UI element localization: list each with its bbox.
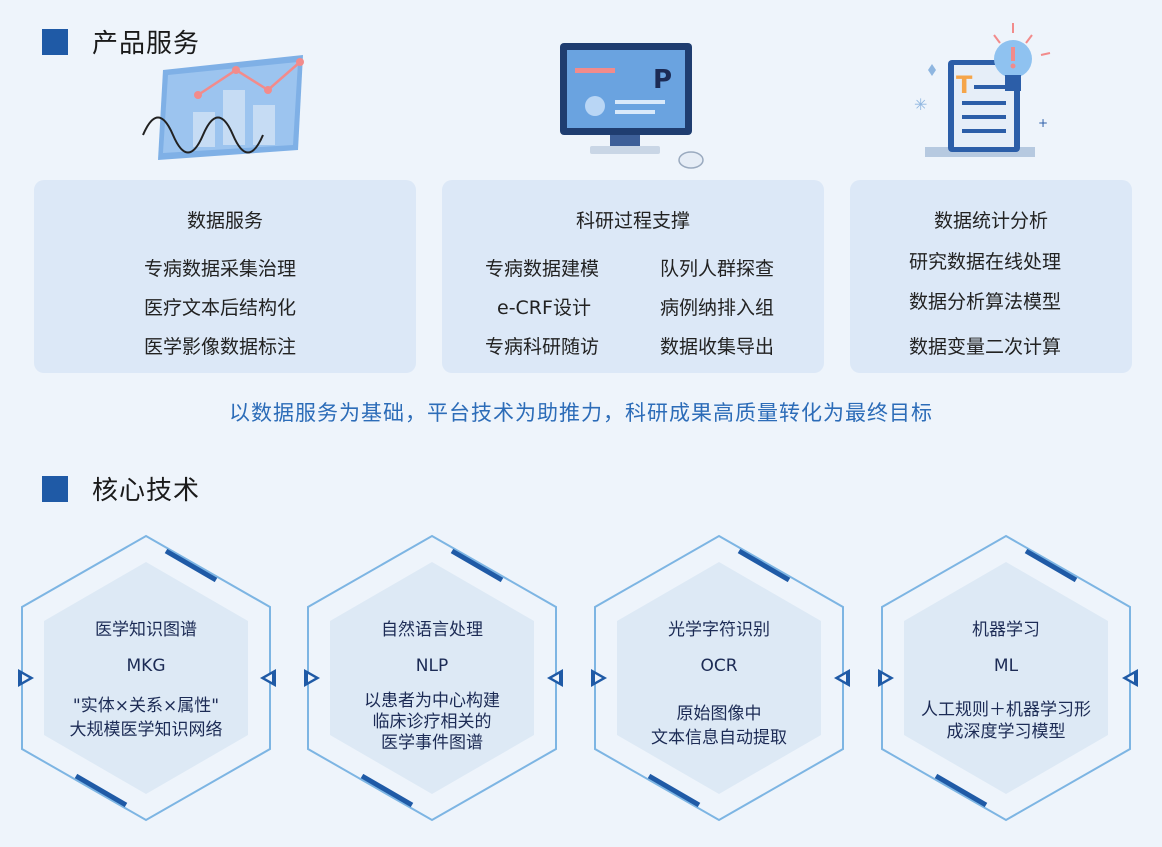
arrow-left-icon (834, 669, 850, 687)
tech-desc-line: 人工规则＋机器学习形 (921, 700, 1091, 720)
card-title: 科研过程支撑 (575, 210, 690, 232)
product-card-research-support: 科研过程支撑 专病数据建模 队列人群探查 e-CRF设计 病例纳排入组 专病科研… (442, 180, 824, 373)
document-bulb-icon: ✳ T + (914, 23, 1051, 157)
arrow-right-icon (18, 669, 34, 687)
card-title: 数据服务 (186, 210, 263, 232)
tech-desc-line: 临床诊疗相关的 (372, 712, 492, 732)
section-marker (42, 475, 68, 502)
tech-desc-line: 成深度学习模型 (946, 722, 1066, 742)
arrow-right-icon (591, 669, 607, 687)
tech-desc-line: 大规模医学知识网络 (69, 720, 223, 740)
monitor-icon: P (560, 43, 704, 169)
product-card-data-service: 数据服务 专病数据采集治理 医疗文本后结构化 医学影像数据标注 (34, 180, 416, 373)
tech-hexagon-mkg: 医学知识图谱 MKG "实体×关系×属性" 大规模医学知识网络 (16, 532, 276, 824)
tech-desc-line: 医学事件图谱 (381, 733, 483, 753)
tech-desc-line: 文本信息自动提取 (651, 728, 787, 748)
card-item: 数据分析算法模型 (909, 291, 1062, 313)
section-title-tech: 核心技术 (42, 470, 200, 507)
tech-abbr: ML (993, 656, 1019, 676)
svg-text:T: T (956, 71, 973, 99)
section-title-products: 产品服务 (42, 23, 200, 60)
card-item: 数据变量二次计算 (909, 336, 1062, 358)
tech-name: 自然语言处理 (381, 620, 483, 640)
card-item: 专病科研随访 (485, 336, 600, 358)
tech-hexagon-nlp: 自然语言处理 NLP 以患者为中心构建 临床诊疗相关的 医学事件图谱 (302, 532, 562, 824)
card-item: 专病数据采集治理 (144, 258, 297, 280)
arrow-left-icon (1122, 669, 1138, 687)
tech-hexagon-ocr: 光学字符识别 OCR 原始图像中 文本信息自动提取 (589, 532, 849, 824)
section-marker (42, 28, 68, 55)
tech-abbr: OCR (700, 656, 738, 676)
svg-text:P: P (653, 65, 672, 95)
section-title-text: 核心技术 (92, 476, 201, 506)
tech-desc-line: 以患者为中心构建 (364, 691, 500, 711)
arrow-left-icon (260, 669, 276, 687)
card-item: 研究数据在线处理 (909, 251, 1062, 273)
arrow-right-icon (304, 669, 320, 687)
card-item: 医疗文本后结构化 (144, 297, 297, 319)
tech-hexagon-ml: 机器学习 ML 人工规则＋机器学习形 成深度学习模型 (876, 532, 1136, 824)
tech-name: 光学字符识别 (668, 620, 770, 640)
arrow-right-icon (878, 669, 894, 687)
arrow-left-icon (547, 669, 563, 687)
svg-text:✳: ✳ (914, 95, 927, 114)
tech-name: 医学知识图谱 (95, 620, 197, 640)
slogan: 以数据服务为基础，平台技术为助推力，科研成果高质量转化为最终目标 (229, 401, 933, 425)
tech-abbr: NLP (415, 656, 449, 676)
tech-name: 机器学习 (972, 620, 1040, 640)
tech-desc-line: "实体×关系×属性" (72, 696, 220, 716)
chart-icon (142, 55, 304, 160)
card-title: 数据统计分析 (933, 210, 1048, 232)
card-item: 数据收集导出 (660, 336, 775, 358)
svg-text:+: + (1038, 116, 1048, 130)
card-item: 专病数据建模 (485, 258, 600, 280)
card-item: 医学影像数据标注 (144, 336, 297, 358)
card-item: 病例纳排入组 (660, 297, 775, 319)
card-item: 队列人群探查 (660, 258, 775, 280)
card-item: e-CRF设计 (497, 297, 591, 319)
product-card-statistics: 数据统计分析 研究数据在线处理 数据分析算法模型 数据变量二次计算 (850, 180, 1132, 373)
section-title-text: 产品服务 (92, 29, 201, 59)
tech-desc-line: 原始图像中 (676, 704, 762, 724)
tech-abbr: MKG (126, 656, 166, 676)
